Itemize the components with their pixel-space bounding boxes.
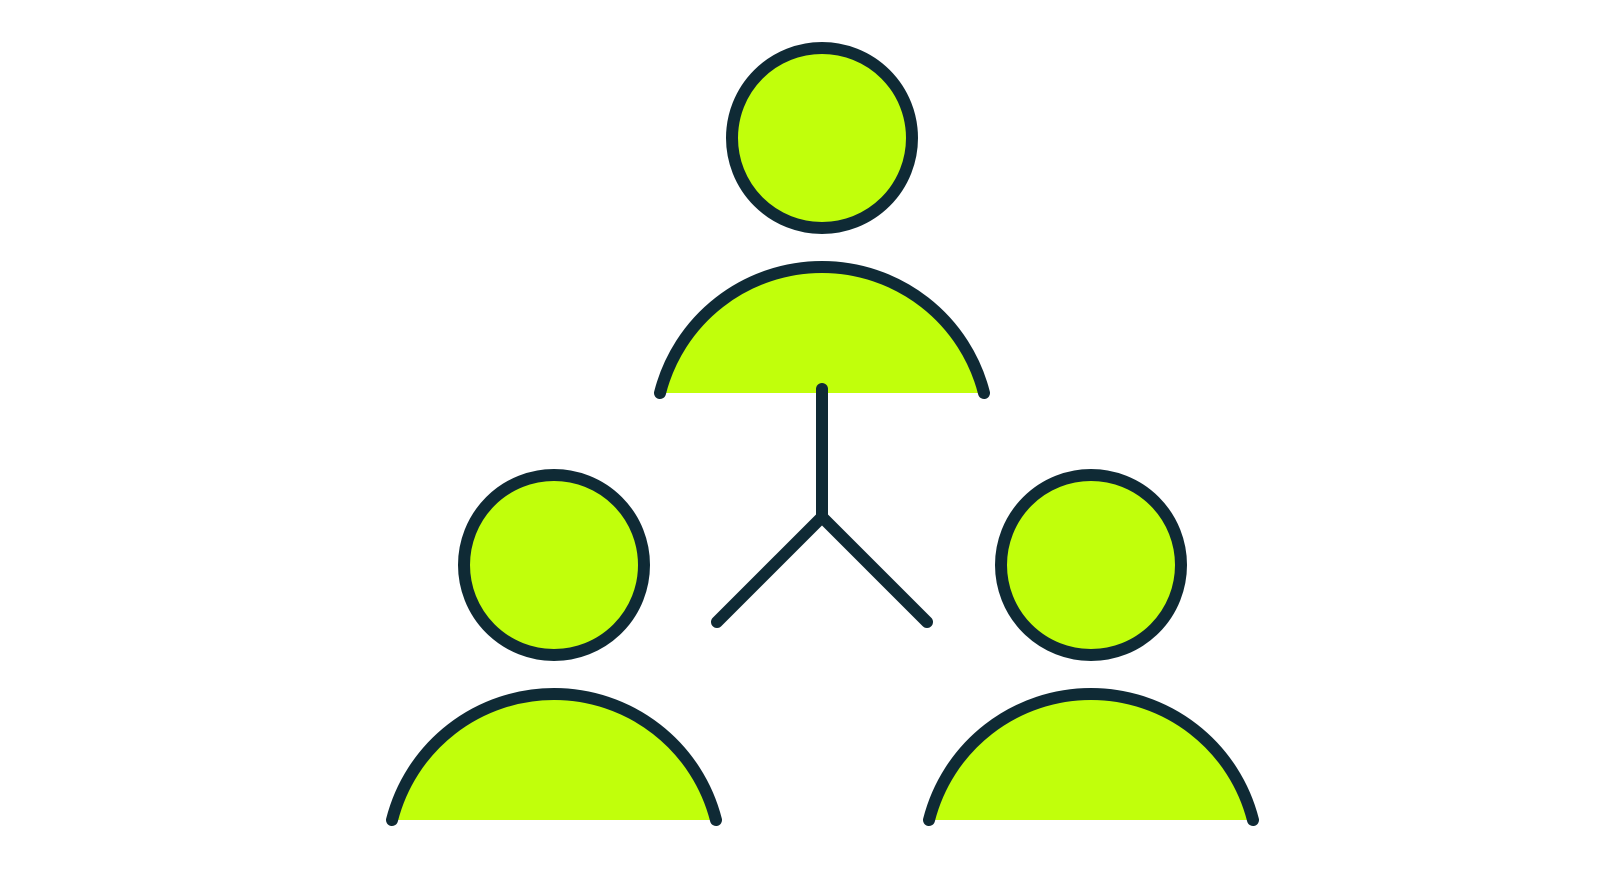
branch-connector-icon xyxy=(711,383,933,628)
person-icon xyxy=(654,42,990,399)
torso-outline xyxy=(654,261,990,399)
connector-branch-left xyxy=(711,511,828,628)
torso-fill xyxy=(929,693,1253,820)
connector-branch-right xyxy=(816,511,933,628)
torso-outline xyxy=(386,688,722,826)
torso-fill xyxy=(660,267,984,393)
head-shape xyxy=(458,469,650,661)
person-icon xyxy=(386,469,722,826)
person-icon xyxy=(923,469,1259,826)
torso-outline xyxy=(923,688,1259,826)
head-shape xyxy=(995,469,1187,661)
torso-fill xyxy=(392,694,716,820)
head-shape xyxy=(726,42,918,234)
